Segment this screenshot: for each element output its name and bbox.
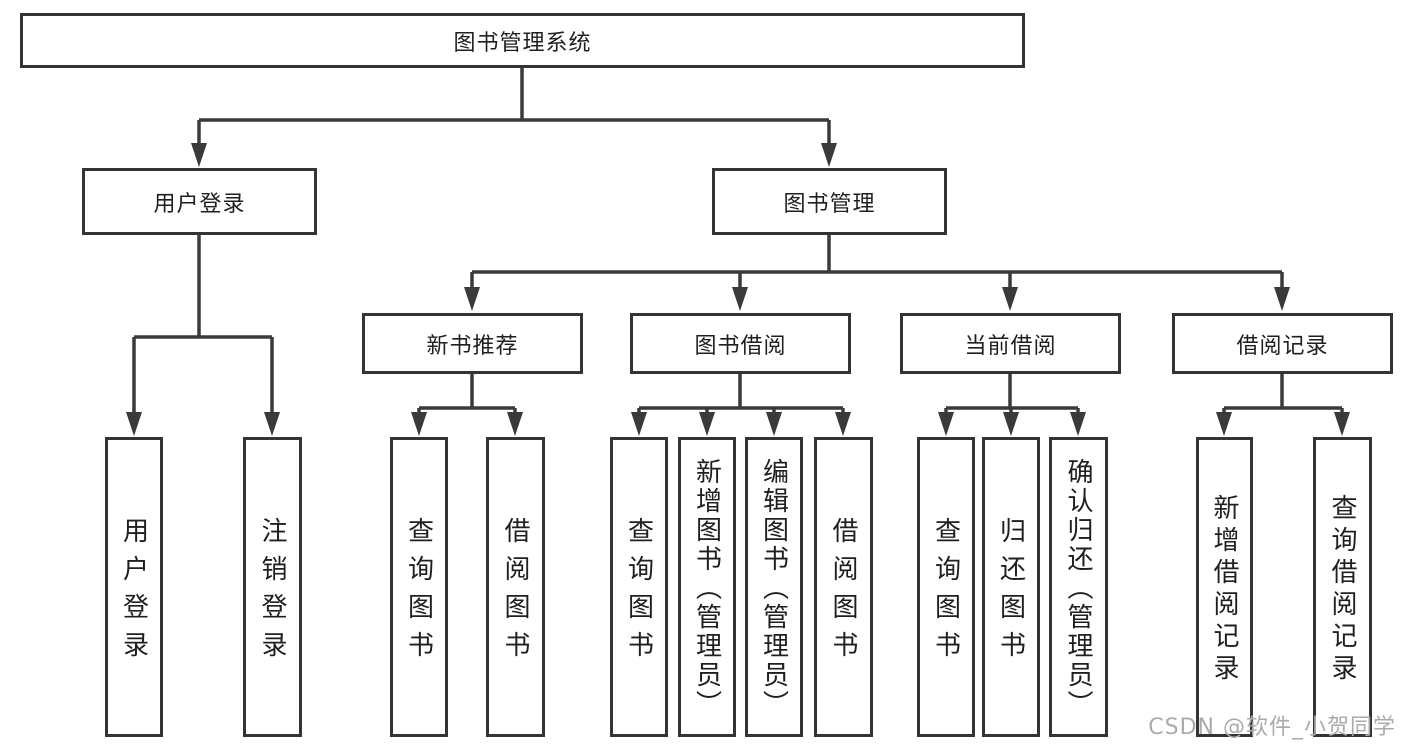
node-current-borrow: 当前借阅 bbox=[900, 313, 1121, 374]
node-user-login: 用户登录 bbox=[82, 168, 317, 235]
connector-new-books-to-leaves bbox=[411, 374, 523, 436]
connector-book-borrow-to-leaves bbox=[631, 374, 851, 436]
node-leaf-add-book-admin: 新增图书（管理员） bbox=[678, 437, 736, 737]
node-leaf-edit-book-admin: 编辑图书（管理员） bbox=[745, 437, 803, 737]
node-leaf-user-login: 用户登录 bbox=[105, 437, 163, 737]
node-leaf-borrow-query-books: 查询图书 bbox=[610, 437, 668, 737]
connector-root-to-level2 bbox=[191, 68, 837, 167]
node-leaf-current-query-books: 查询图书 bbox=[917, 437, 975, 737]
connector-book-mgmt-to-level3 bbox=[464, 235, 1290, 311]
arrowhead-down-icon bbox=[835, 412, 851, 436]
arrowhead-down-icon bbox=[1070, 412, 1086, 436]
arrowhead-down-icon bbox=[1216, 412, 1232, 436]
arrowhead-down-icon bbox=[464, 287, 480, 311]
node-borrow-records: 借阅记录 bbox=[1172, 313, 1393, 374]
node-book-management: 图书管理 bbox=[712, 168, 947, 235]
arrowhead-down-icon bbox=[699, 412, 715, 436]
node-leaf-query-borrow-record: 查询借阅记录 bbox=[1313, 437, 1372, 737]
node-new-book-recommend: 新书推荐 bbox=[362, 313, 583, 374]
node-leaf-logout: 注销登录 bbox=[243, 437, 302, 737]
arrowhead-down-icon bbox=[766, 412, 782, 436]
node-leaf-borrow-borrow-books: 借阅图书 bbox=[814, 437, 873, 737]
node-leaf-add-borrow-record: 新增借阅记录 bbox=[1196, 437, 1253, 737]
arrowhead-down-icon bbox=[264, 412, 280, 436]
arrowhead-down-icon bbox=[507, 412, 523, 436]
arrowhead-down-icon bbox=[191, 143, 207, 167]
arrowhead-down-icon bbox=[821, 143, 837, 167]
arrowhead-down-icon bbox=[732, 287, 748, 311]
arrowhead-down-icon bbox=[411, 412, 427, 436]
node-leaf-newbooks-query-books: 查询图书 bbox=[390, 437, 448, 737]
csdn-watermark: CSDN @软件_小贺同学 bbox=[1148, 715, 1396, 740]
connector-user-login-to-leaves bbox=[126, 235, 280, 436]
arrowhead-down-icon bbox=[126, 412, 142, 436]
arrowhead-down-icon bbox=[631, 412, 647, 436]
arrowhead-down-icon bbox=[1334, 412, 1350, 436]
connector-borrow-records-to-leaves bbox=[1216, 374, 1350, 436]
arrowhead-down-icon bbox=[1274, 287, 1290, 311]
arrowhead-down-icon bbox=[1003, 412, 1019, 436]
node-root: 图书管理系统 bbox=[20, 13, 1025, 68]
connector-current-borrow-to-leaves bbox=[938, 374, 1086, 436]
node-leaf-newbooks-borrow-books: 借阅图书 bbox=[486, 437, 545, 737]
node-book-borrow: 图书借阅 bbox=[630, 313, 851, 374]
node-leaf-return-books: 归还图书 bbox=[982, 437, 1040, 737]
node-leaf-confirm-return-admin: 确认归还（管理员） bbox=[1049, 437, 1108, 737]
arrowhead-down-icon bbox=[1002, 287, 1018, 311]
arrowhead-down-icon bbox=[938, 412, 954, 436]
